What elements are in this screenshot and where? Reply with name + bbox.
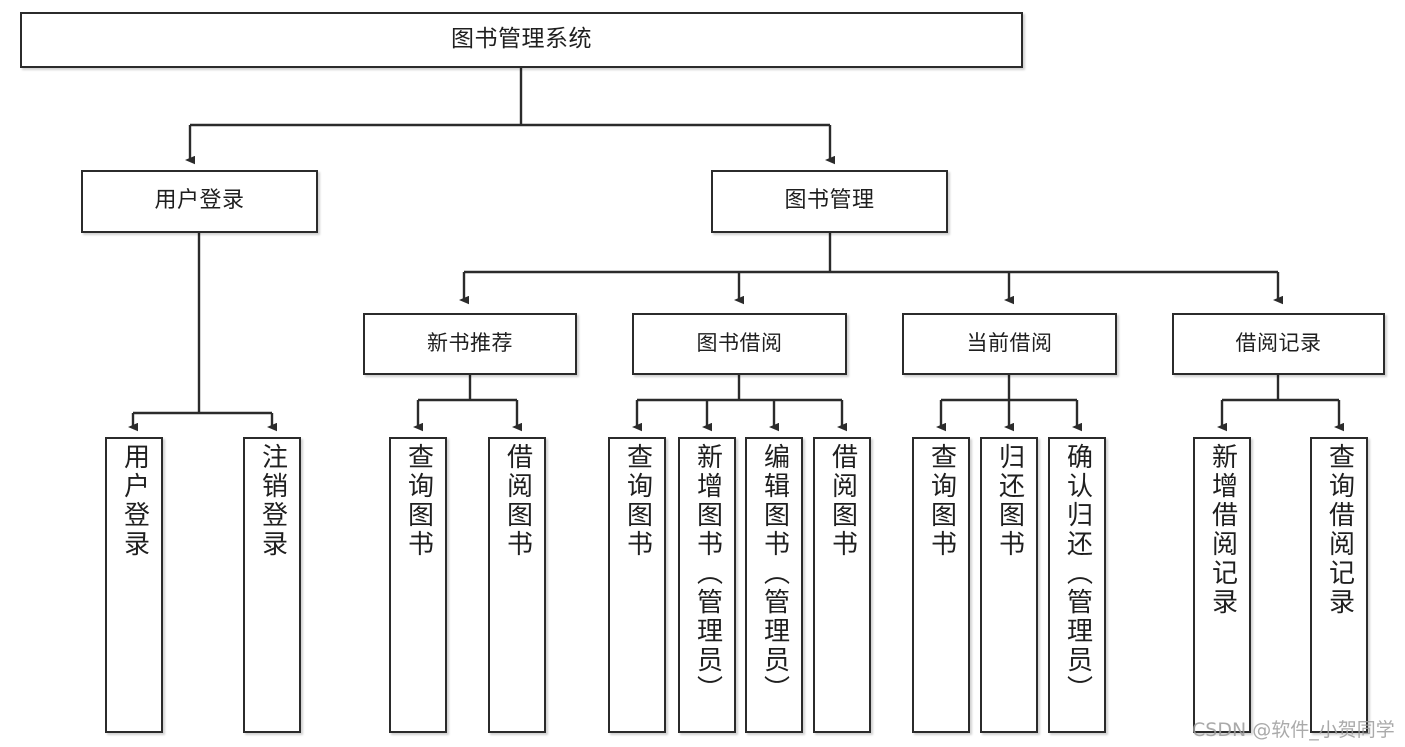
node-root-label: 图书管理系统 [451,26,592,53]
node-leaf-borrow-book-1[interactable]: 借阅图书 [488,437,546,733]
node-borrow-record[interactable]: 借阅记录 [1172,313,1385,375]
node-current-borrow-label: 当前借阅 [966,331,1053,356]
node-user-login-label: 用户登录 [154,188,245,214]
csdn-watermark: CSDN @软件_小贺同学 [1192,719,1395,741]
node-leaf-query-book-3-label: 查询图书 [926,443,957,559]
node-leaf-query-book-1[interactable]: 查询图书 [389,437,447,733]
node-leaf-edit-book[interactable]: 编辑图书（管理员） [745,437,803,733]
node-leaf-query-record-label: 查询借阅记录 [1324,443,1355,617]
node-leaf-user-login[interactable]: 用户登录 [105,437,163,733]
node-current-borrow[interactable]: 当前借阅 [902,313,1117,375]
node-leaf-confirm-return[interactable]: 确认归还（管理员） [1048,437,1106,733]
node-leaf-borrow-book-1-label: 借阅图书 [502,443,533,559]
node-leaf-query-book-2-label: 查询图书 [622,443,653,559]
node-leaf-logout-label: 注销登录 [257,443,288,559]
node-new-book-rec[interactable]: 新书推荐 [363,313,577,375]
node-book-borrow-label: 图书借阅 [696,331,783,356]
node-book-manage[interactable]: 图书管理 [711,170,948,233]
node-leaf-add-record[interactable]: 新增借阅记录 [1193,437,1251,733]
node-book-manage-label: 图书管理 [784,188,875,214]
node-leaf-add-book[interactable]: 新增图书（管理员） [678,437,736,733]
node-leaf-confirm-return-label: 确认归还（管理员） [1062,443,1093,704]
node-leaf-return-book[interactable]: 归还图书 [980,437,1038,733]
node-leaf-logout[interactable]: 注销登录 [243,437,301,733]
node-leaf-return-book-label: 归还图书 [994,443,1025,559]
node-leaf-borrow-book-2-label: 借阅图书 [827,443,858,559]
node-leaf-query-book-2[interactable]: 查询图书 [608,437,666,733]
node-leaf-borrow-book-2[interactable]: 借阅图书 [813,437,871,733]
node-leaf-query-book-1-label: 查询图书 [403,443,434,559]
node-borrow-record-label: 借阅记录 [1235,331,1322,356]
node-leaf-add-book-label: 新增图书（管理员） [692,443,723,704]
node-leaf-query-record[interactable]: 查询借阅记录 [1310,437,1368,733]
node-leaf-edit-book-label: 编辑图书（管理员） [759,443,790,704]
node-book-borrow[interactable]: 图书借阅 [632,313,847,375]
node-user-login[interactable]: 用户登录 [81,170,318,233]
node-new-book-rec-label: 新书推荐 [427,331,513,356]
node-leaf-query-book-3[interactable]: 查询图书 [912,437,970,733]
node-leaf-user-login-label: 用户登录 [119,443,150,559]
node-leaf-add-record-label: 新增借阅记录 [1207,443,1238,617]
node-root[interactable]: 图书管理系统 [20,12,1023,68]
